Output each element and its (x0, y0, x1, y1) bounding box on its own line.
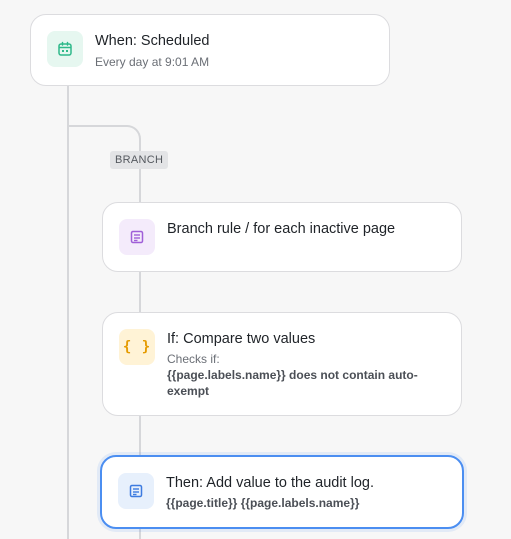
branch-connector-line-3 (139, 415, 141, 457)
branch-connector-line-1 (139, 168, 141, 204)
document-icon (128, 483, 144, 499)
branch-connector-line-4 (139, 528, 141, 539)
action-detail: {{page.title}} {{page.labels.name}} (166, 496, 360, 510)
condition-card[interactable]: { } If: Compare two values Checks if: {{… (102, 312, 462, 416)
condition-title: If: Compare two values (167, 331, 316, 347)
trigger-icon-box (47, 31, 83, 67)
branch-rule-icon-box (119, 219, 155, 255)
branch-rule-texts: Branch rule / for each inactive page (167, 219, 395, 238)
condition-icon-box: { } (119, 329, 155, 365)
trigger-texts: When: Scheduled Every day at 9:01 AM (95, 31, 209, 70)
condition-detail-line-1: {{page.labels.name}} does not contain au… (167, 368, 418, 382)
trigger-card[interactable]: When: Scheduled Every day at 9:01 AM (30, 14, 390, 86)
condition-caption: Checks if: (167, 352, 220, 366)
action-card[interactable]: Then: Add value to the audit log. {{page… (100, 455, 464, 529)
action-icon-box (118, 473, 154, 509)
action-title: Then: Add value to the audit log. (166, 475, 374, 491)
trigger-title: When: Scheduled (95, 33, 210, 49)
document-icon (129, 229, 145, 245)
branch-connector-line-2 (139, 271, 141, 314)
branch-rule-title: Branch rule / for each inactive page (167, 221, 396, 237)
branch-rule-card[interactable]: Branch rule / for each inactive page (102, 202, 462, 272)
main-connector-line (67, 84, 69, 539)
curly-braces-icon: { } (122, 339, 152, 355)
branch-connector-curve (68, 125, 141, 153)
condition-texts: If: Compare two values Checks if: {{page… (167, 329, 418, 399)
condition-detail-line-2: exempt (167, 384, 210, 398)
trigger-subtitle: Every day at 9:01 AM (95, 55, 210, 69)
calendar-icon (57, 41, 73, 57)
branch-badge: BRANCH (110, 151, 169, 169)
action-texts: Then: Add value to the audit log. {{page… (166, 473, 374, 511)
